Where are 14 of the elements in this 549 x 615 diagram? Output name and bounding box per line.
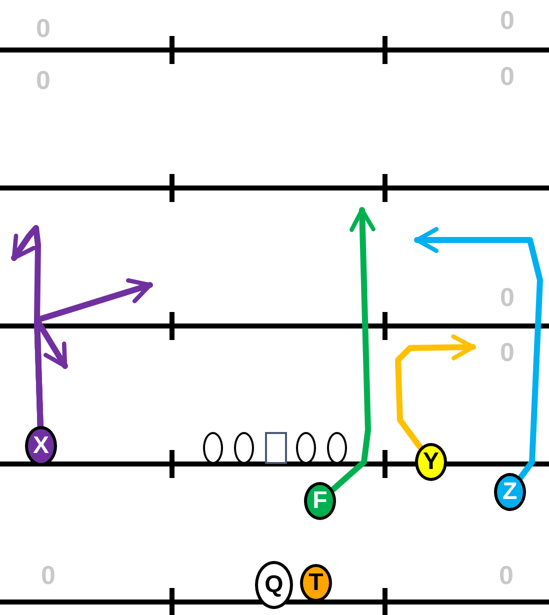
lineman-oval bbox=[234, 432, 254, 464]
player-marker: F bbox=[304, 482, 336, 520]
player-marker: Z bbox=[494, 473, 526, 511]
player-marker: Y bbox=[415, 443, 447, 481]
route-arrow bbox=[395, 334, 476, 451]
route-arrow bbox=[330, 207, 376, 493]
route-arrow bbox=[414, 227, 543, 481]
center-box bbox=[265, 432, 287, 464]
player-marker: X bbox=[25, 426, 57, 466]
lineman-oval bbox=[296, 432, 316, 464]
lineman-oval bbox=[327, 432, 347, 464]
player-marker: T bbox=[300, 564, 332, 602]
lineman-oval bbox=[203, 432, 223, 464]
player-marker: Q bbox=[255, 561, 293, 609]
